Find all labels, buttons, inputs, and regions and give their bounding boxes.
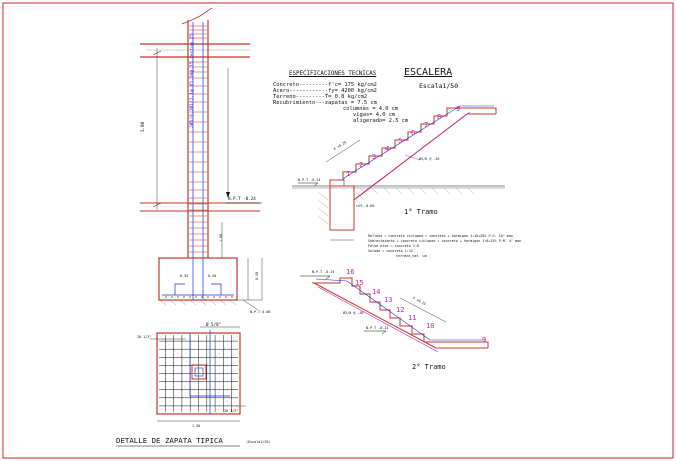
stair-note: terreno_nat. ua <box>396 254 427 258</box>
step-number: 9 <box>482 336 487 344</box>
step-number: 7 <box>424 121 429 129</box>
stair-note: Relleno = concreto ciclopeo = concreto +… <box>368 234 513 238</box>
column-height-dim: 3.00 <box>140 121 145 132</box>
ntn-label: ref -0.60 <box>356 204 375 208</box>
stair-scale: Escala1/50 <box>419 82 459 90</box>
spec-line: vigas= 4.0 cm <box>353 112 396 118</box>
tramo-1-label: 1° Tramo <box>404 208 438 216</box>
spec-line: Acero------------fy= 4200 kg/cm2 <box>273 88 377 94</box>
dim-label: 0.20 <box>208 274 217 278</box>
spec-line: aligerado= 2.5 cm <box>353 118 409 124</box>
spec-title: ESPECIFICACIONES TECNICAS <box>289 71 377 77</box>
spec-line: Recubrimiento---zapatas = 7.5 cm <box>273 100 377 106</box>
spec-line: columnas = 4.0 cm <box>343 106 399 112</box>
dim-label: 1.00 <box>219 233 223 242</box>
step-number: 5 <box>398 137 403 145</box>
dim-label: 0.35 <box>180 274 189 278</box>
stair-note: Falso piso = concreto 1:8 <box>368 244 420 248</box>
footing-scale: (Escala1/20) <box>246 440 271 444</box>
rebar-label-2: Ø3/8 @ .20 <box>343 311 364 315</box>
step-number: 13 <box>384 296 393 304</box>
spec-line: Concreto---------f'c= 175 kg/cm2 <box>273 82 377 88</box>
stair-npt-3: N.P.T -0.24 <box>366 326 389 330</box>
footing-title: DETALLE DE ZAPATA TIPICA <box>116 436 223 445</box>
column-rebar-label: 2Ø5/8,2Ø1/2,1@.05,10@.15,resto@.25 <box>190 33 195 128</box>
spec-list: Concreto---------f'c= 175 kg/cm2 Acero--… <box>273 82 408 124</box>
step-number: 3 <box>372 153 377 161</box>
zapata-bar-label: Ø 5/8" <box>206 322 222 327</box>
step-number: 16 <box>346 268 355 276</box>
rebar-label: Ø3/8 @ .20 <box>419 157 440 161</box>
dim-label: 0.40 <box>255 271 259 280</box>
step-number: 10 <box>426 322 435 330</box>
step-number: 1 <box>346 170 351 178</box>
step-number: 4 <box>385 145 390 153</box>
footing-width-dim: 1.50 <box>192 424 201 428</box>
footing-plan <box>116 326 246 447</box>
zapata-bar-label-2: 20 1/2" <box>137 335 152 339</box>
step-number: 6 <box>411 129 416 137</box>
stair-note: Sobrecimiento = concreto ciclopeo = conc… <box>368 239 522 243</box>
stair-npt-2: N.P.T -0.24 <box>312 270 335 274</box>
column-elevation <box>140 7 263 311</box>
npt-label: N.P.T -0.24 <box>228 196 256 201</box>
stair-note: Solado = concreto 1:12 <box>368 249 413 253</box>
stair-tramo-2 <box>300 275 489 353</box>
step-number: 14 <box>372 288 381 296</box>
tramo-2-label: 2° Tramo <box>412 363 446 371</box>
step-number: 12 <box>396 306 405 314</box>
zapata-bar-label-3: 20 1/2" <box>224 409 239 413</box>
stair-title: ESCALERA <box>404 67 453 78</box>
step-number: 8 <box>437 113 442 121</box>
step-number: 11 <box>408 314 417 322</box>
spec-line: Terreno---------T= 0.8 kg/cm2 <box>273 94 368 100</box>
stair-npt: N.P.T -0.24 <box>298 178 321 182</box>
step-number: 15 <box>355 279 364 287</box>
stair-tramo-1 <box>292 105 505 241</box>
step-number: 9 <box>456 105 461 113</box>
npt-000: N.P.T 0.00 <box>250 310 271 314</box>
step-number: 2 <box>359 161 364 169</box>
